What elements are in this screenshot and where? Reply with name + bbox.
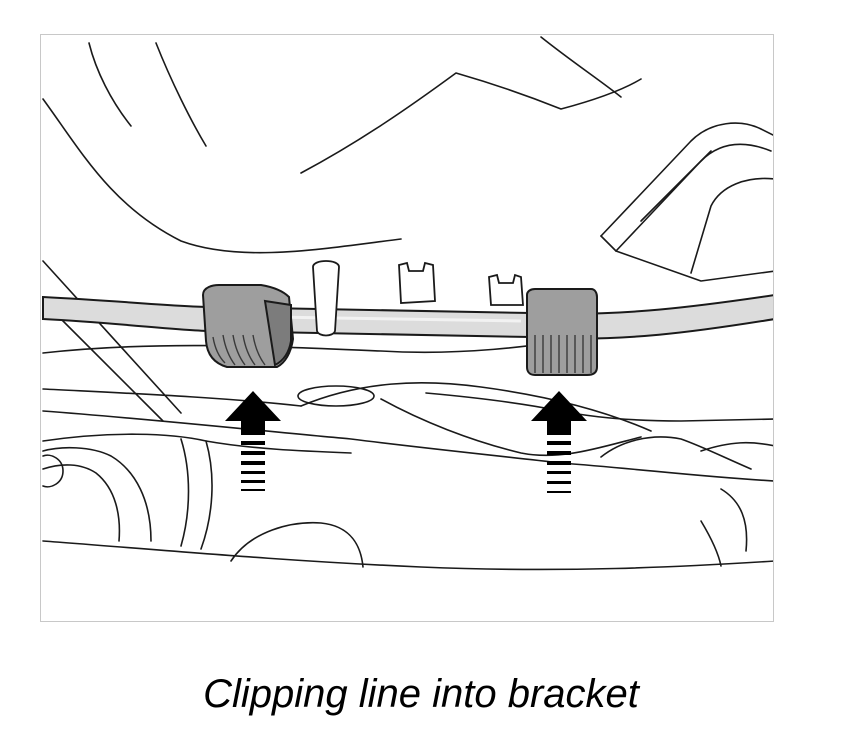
body-contour <box>42 540 773 571</box>
body-contour <box>600 436 752 470</box>
body-contour <box>700 520 722 567</box>
body-contour <box>380 398 642 457</box>
body-contour <box>42 433 352 454</box>
bg-contour <box>540 36 622 98</box>
bracket-outline <box>615 143 772 252</box>
figure-caption: Clipping line into bracket <box>203 672 639 716</box>
bg-contour <box>42 98 402 254</box>
body-contour <box>720 488 748 552</box>
push-up-arrow-icon <box>531 391 587 493</box>
left-line-clip <box>201 284 295 368</box>
body-contour <box>560 462 773 482</box>
bracket-outline <box>600 235 773 282</box>
bg-contour <box>88 42 132 127</box>
body-contour <box>700 441 773 452</box>
body-contour <box>42 388 302 407</box>
line-pin <box>312 260 340 337</box>
housing-outline <box>42 464 121 542</box>
housing-outline <box>42 446 152 542</box>
bracket-outline <box>690 177 773 274</box>
bracket-outline <box>600 122 773 237</box>
body-contour <box>425 392 773 422</box>
push-up-arrow-icon <box>225 391 281 491</box>
bracket-outline <box>640 150 712 222</box>
body-hole <box>297 385 375 407</box>
body-contour <box>300 382 652 432</box>
housing-outline <box>42 454 64 488</box>
line-clip-illustration <box>42 36 773 571</box>
illustration-frame <box>40 34 774 622</box>
bg-contour <box>300 72 642 174</box>
right-line-clip <box>526 288 598 376</box>
body-contour <box>230 521 364 568</box>
line-pin <box>488 273 524 306</box>
strut <box>42 260 182 414</box>
bg-contour <box>155 42 207 147</box>
housing-outline <box>200 440 213 550</box>
line-tube-highlight <box>270 315 522 323</box>
housing-outline <box>180 438 190 547</box>
line-pin <box>398 261 436 304</box>
body-contour <box>42 410 562 464</box>
